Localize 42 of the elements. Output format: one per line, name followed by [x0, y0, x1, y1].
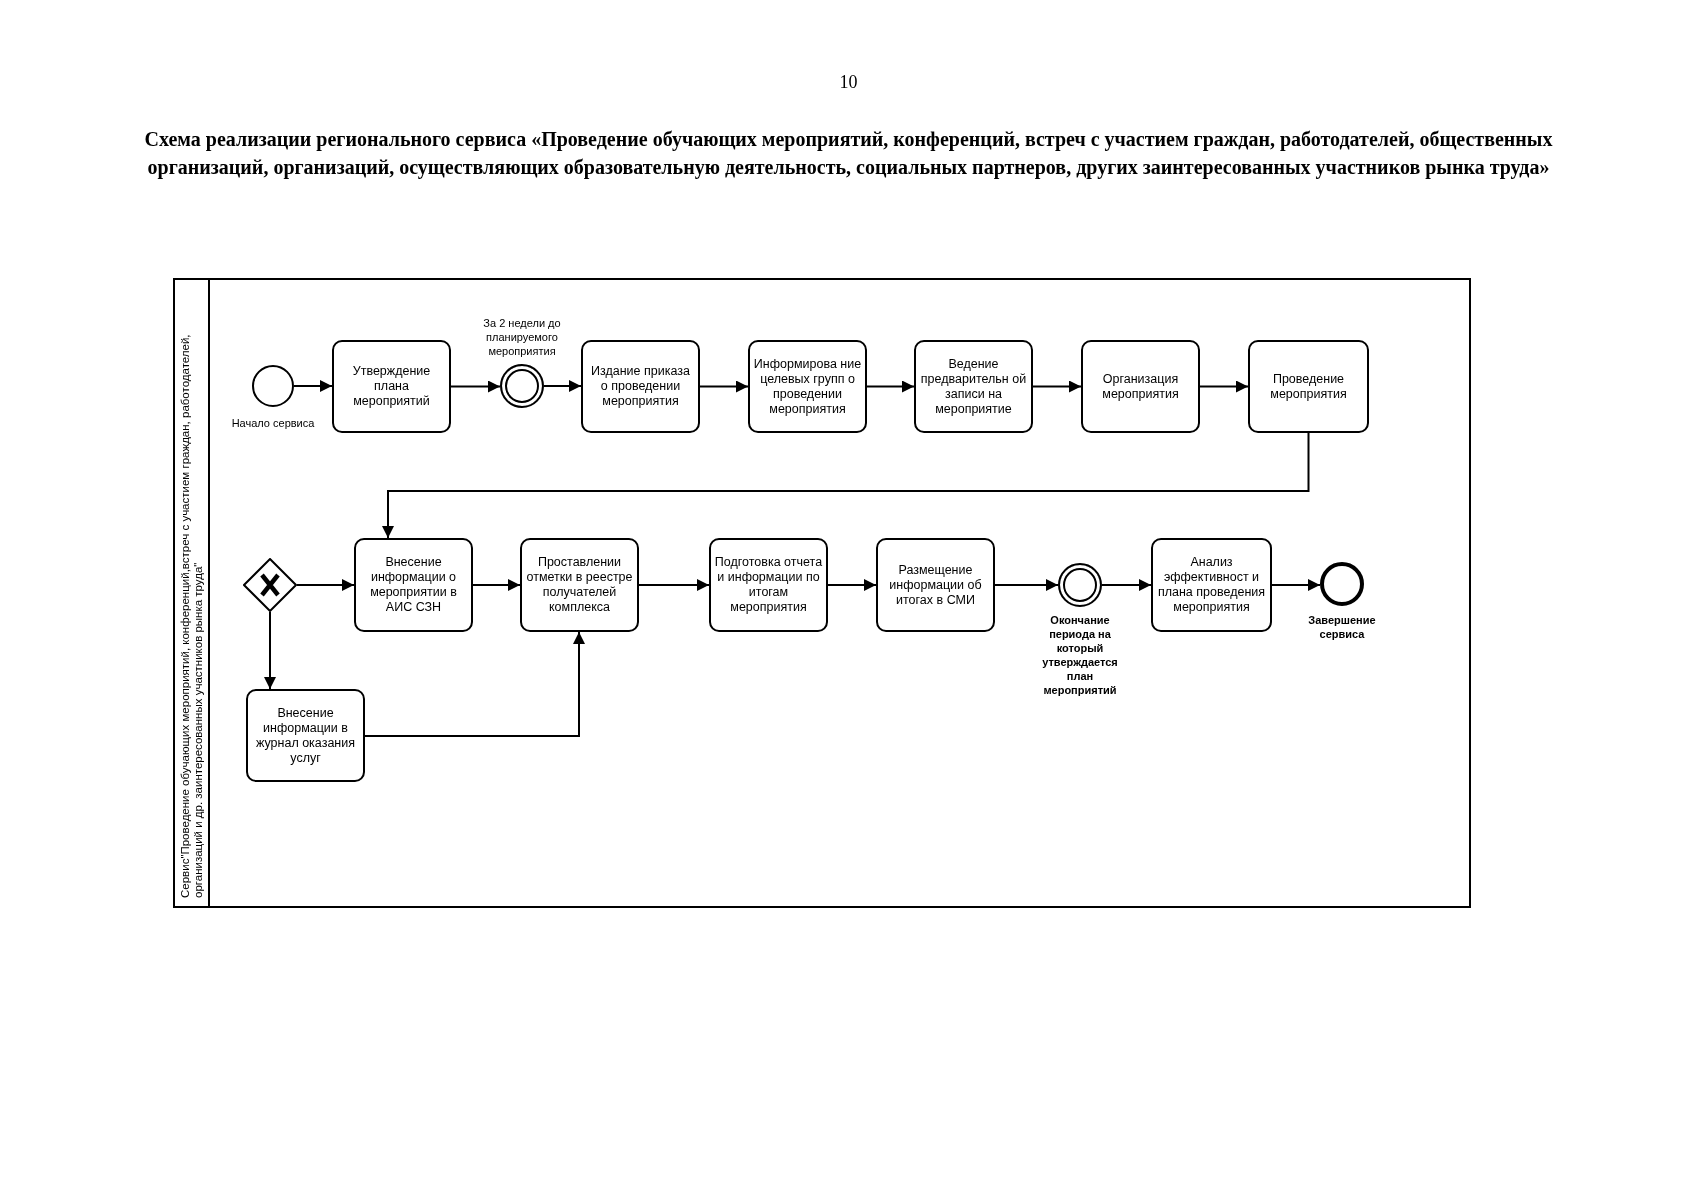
arrow [638, 579, 710, 591]
arrow [1199, 380, 1249, 393]
arrow [1101, 579, 1152, 591]
arrow [296, 579, 355, 591]
intermediate-event-circle [1058, 563, 1102, 607]
arrow [1032, 380, 1082, 393]
arrow [264, 611, 276, 690]
arrow [450, 380, 501, 393]
event-label: Окончание периода на который утверждается план мероприятий [1041, 613, 1119, 697]
event-label: За 2 недели до планируемого мероприятия [482, 316, 562, 358]
task-box: Проставлении отметки в реестре получателей комплекса [520, 538, 639, 632]
lane-label: Сервис"Проведение обучающих мероприятий, конференций,встреч с участием граждан, работодателей, организаций и др. заинтересованных участников рынка труда" [178, 333, 205, 898]
arrow [827, 579, 877, 591]
page-number: 10 [838, 72, 859, 93]
arrow [472, 579, 521, 591]
arrow [364, 631, 585, 737]
swimlane-pool [173, 278, 1471, 908]
task-box: Ведение предварительн ой записи на мероприятие [914, 340, 1033, 433]
arrow [382, 432, 1310, 539]
diagram-title: Схема реализации регионального сервиса «Проведение обучающих мероприятий, конференций, встреч с участием граждан, работодателей, общественных организаций, организаций, осуществляющих образовательную деятельность, социальных партнеров, других заинтересованных участников рынка труда» [143, 127, 1554, 181]
event-label: Завершение сервиса [1307, 613, 1377, 641]
task-box: Проведение мероприятия [1248, 340, 1369, 433]
task-box: Утверждение плана мероприятий [332, 340, 451, 433]
arrow [543, 380, 582, 392]
arrow [1271, 579, 1321, 591]
task-box: Внесение информации в журнал оказания услуг [246, 689, 365, 782]
task-box: Размещение информации об итогах в СМИ [876, 538, 995, 632]
arrow [699, 380, 749, 393]
task-box: Подготовка отчета и информации по итогам мероприятия [709, 538, 828, 632]
start-event-circle [252, 365, 294, 407]
arrow [866, 380, 915, 393]
arrow [293, 380, 333, 392]
task-box: Внесение информации о мероприятии в АИС СЗН [354, 538, 473, 632]
gateway-diamond [243, 558, 297, 612]
arrow [994, 579, 1059, 591]
task-box: Информирова ние целевых групп о проведении мероприятия [748, 340, 867, 433]
task-box: Анализ эффективност и плана проведения мероприятия [1151, 538, 1272, 632]
event-label: Начало сервиса [230, 416, 316, 430]
task-box: Издание приказа о проведении мероприятия [581, 340, 700, 433]
end-event-circle [1320, 562, 1364, 606]
intermediate-event-circle [500, 364, 544, 408]
task-box: Организация мероприятия [1081, 340, 1200, 433]
